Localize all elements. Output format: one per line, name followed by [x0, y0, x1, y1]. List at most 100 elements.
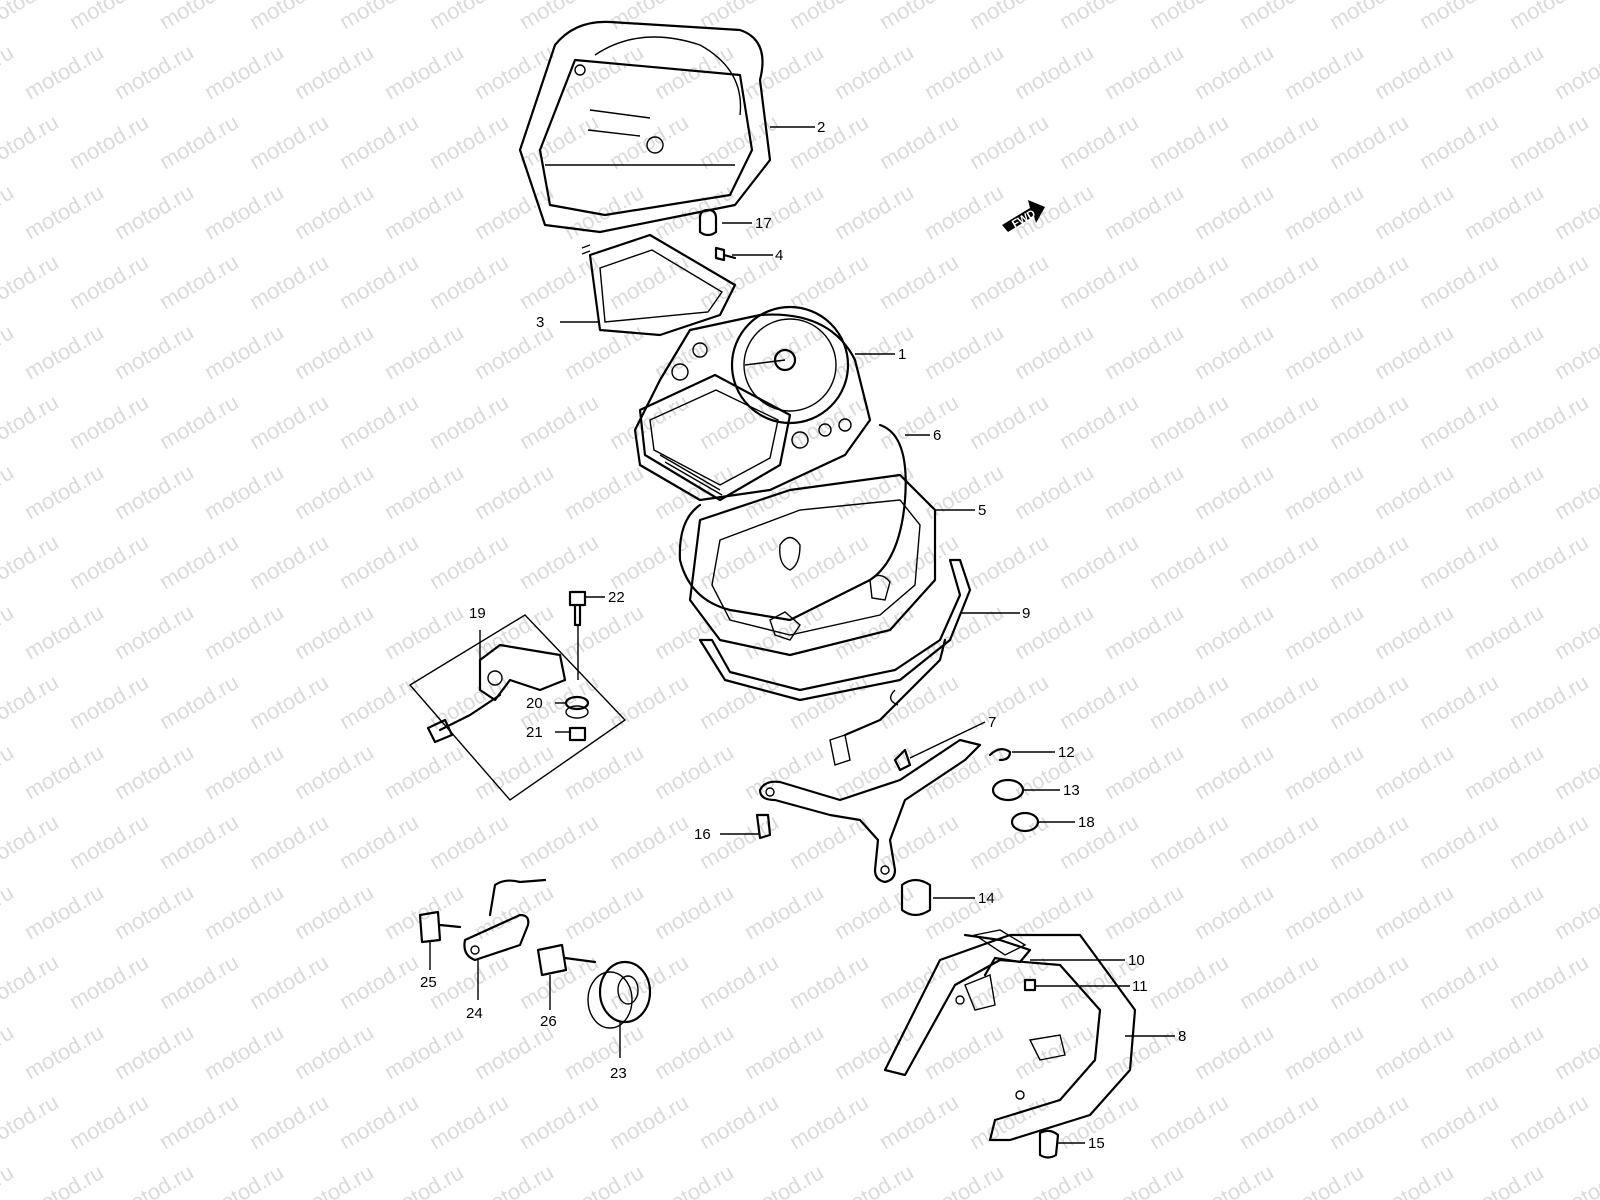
watermark-text: motod.ru [785, 1089, 873, 1154]
watermark-text: motod.ru [1145, 949, 1233, 1014]
watermark-text: motod.ru [1010, 459, 1098, 524]
callout-6: 6 [933, 427, 941, 444]
watermark-text: motod.ru [1055, 669, 1143, 734]
watermark-text: motod.ru [1145, 389, 1233, 454]
watermark-text: motod.ru [1325, 249, 1413, 314]
watermark-text: motod.ru [0, 599, 18, 664]
watermark-text: motod.ru [380, 879, 468, 944]
watermark-text: motod.ru [155, 529, 243, 594]
watermark-text: motod.ru [0, 319, 18, 384]
watermark-text: motod.ru [1235, 669, 1323, 734]
watermark-text: motod.ru [605, 809, 693, 874]
watermark-text: motod.ru [695, 949, 783, 1014]
watermark-text: motod.ru [1235, 949, 1323, 1014]
watermark-text: motod.ru [965, 949, 1053, 1014]
watermark-text: motod.ru [1325, 669, 1413, 734]
watermark-text: motod.ru [1190, 459, 1278, 524]
part-24-speed-sensor [463, 878, 547, 962]
watermark-text: motod.ru [1460, 459, 1548, 524]
watermark-text: motod.ru [0, 1089, 63, 1154]
watermark-text: motod.ru [470, 39, 558, 104]
callout-13: 13 [1063, 782, 1080, 799]
watermark-text: motod.ru [1415, 529, 1503, 594]
watermark-text: motod.ru [110, 1019, 198, 1084]
watermark-text: motod.ru [1145, 249, 1233, 314]
watermark-text: motod.ru [920, 179, 1008, 244]
watermark-text: motod.ru [335, 669, 423, 734]
callout-16: 16 [694, 826, 711, 843]
watermark-text: motod.ru [1370, 39, 1458, 104]
watermark-text: motod.ru [1325, 949, 1413, 1014]
watermark-text: motod.ru [0, 669, 63, 734]
watermark-text: motod.ru [560, 879, 648, 944]
watermark-text: motod.ru [200, 319, 288, 384]
watermark-text: motod.ru [1505, 109, 1593, 174]
watermark-text: motod.ru [1055, 809, 1143, 874]
part-3-lens [581, 233, 737, 337]
part-4-screw [714, 246, 737, 262]
callout-21: 21 [526, 724, 543, 741]
watermark-text: motod.ru [830, 39, 918, 104]
watermark-text: motod.ru [1460, 39, 1548, 104]
watermark-text: motod.ru [605, 389, 693, 454]
watermark-text: motod.ru [200, 739, 288, 804]
watermark-text: motod.ru [1370, 1159, 1458, 1200]
watermark-text: motod.ru [200, 879, 288, 944]
watermark-text: motod.ru [1055, 529, 1143, 594]
part-7-bracket [758, 738, 982, 884]
watermark-text: motod.ru [1460, 1019, 1548, 1084]
watermark-text: motod.ru [740, 39, 828, 104]
part-25-bolt [418, 910, 462, 944]
watermark-text: motod.ru [920, 39, 1008, 104]
watermark-text: motod.ru [695, 389, 783, 454]
watermark-text: motod.ru [740, 319, 828, 384]
watermark-text: motod.ru [650, 179, 738, 244]
watermark-text: motod.ru [155, 389, 243, 454]
watermark-text: motod.ru [155, 669, 243, 734]
watermark-text: motod.ru [1505, 0, 1593, 34]
watermark-text: motod.ru [290, 179, 378, 244]
watermark-text: motod.ru [335, 809, 423, 874]
watermark-text: motod.ru [425, 0, 513, 34]
part-17-grommet [698, 208, 718, 237]
watermark-text: motod.ru [0, 459, 18, 524]
watermark-text: motod.ru [470, 459, 558, 524]
watermark-text: motod.ru [695, 1089, 783, 1154]
watermark-text: motod.ru [155, 109, 243, 174]
watermark-text: motod.ru [515, 949, 603, 1014]
watermark-text: motod.ru [20, 39, 108, 104]
watermark-text: motod.ru [65, 949, 153, 1014]
part-14-damper [900, 878, 932, 917]
watermark-text: motod.ru [1100, 1019, 1188, 1084]
watermark-text: motod.ru [1190, 1019, 1278, 1084]
watermark-text: motod.ru [110, 599, 198, 664]
watermark-text: motod.ru [515, 809, 603, 874]
watermark-text: motod.ru [380, 1159, 468, 1200]
watermark-text: motod.ru [1550, 179, 1600, 244]
part-11-screw [1023, 978, 1037, 992]
watermark-text: motod.ru [0, 39, 18, 104]
watermark-text: motod.ru [245, 529, 333, 594]
watermark-text: motod.ru [470, 179, 558, 244]
callout-5: 5 [978, 502, 986, 519]
watermark-text: motod.ru [1370, 599, 1458, 664]
watermark-text: motod.ru [20, 599, 108, 664]
watermark-text: motod.ru [1505, 529, 1593, 594]
watermark-text: motod.ru [560, 599, 648, 664]
watermark-text: motod.ru [830, 179, 918, 244]
watermark-text: motod.ru [1550, 739, 1600, 804]
watermark-text: motod.ru [200, 1019, 288, 1084]
watermark-text: motod.ru [1460, 599, 1548, 664]
watermark-text: motod.ru [1550, 459, 1600, 524]
watermark-text: motod.ru [290, 459, 378, 524]
watermark-text: motod.ru [1550, 39, 1600, 104]
watermark-text: motod.ru [65, 809, 153, 874]
watermark-text: motod.ru [380, 739, 468, 804]
watermark-text: motod.ru [200, 459, 288, 524]
watermark-text: motod.ru [110, 879, 198, 944]
watermark-text: motod.ru [0, 389, 63, 454]
watermark-text: motod.ru [560, 459, 648, 524]
watermark-text: motod.ru [605, 249, 693, 314]
watermark-text: motod.ru [1505, 249, 1593, 314]
callout-8: 8 [1178, 1028, 1186, 1045]
